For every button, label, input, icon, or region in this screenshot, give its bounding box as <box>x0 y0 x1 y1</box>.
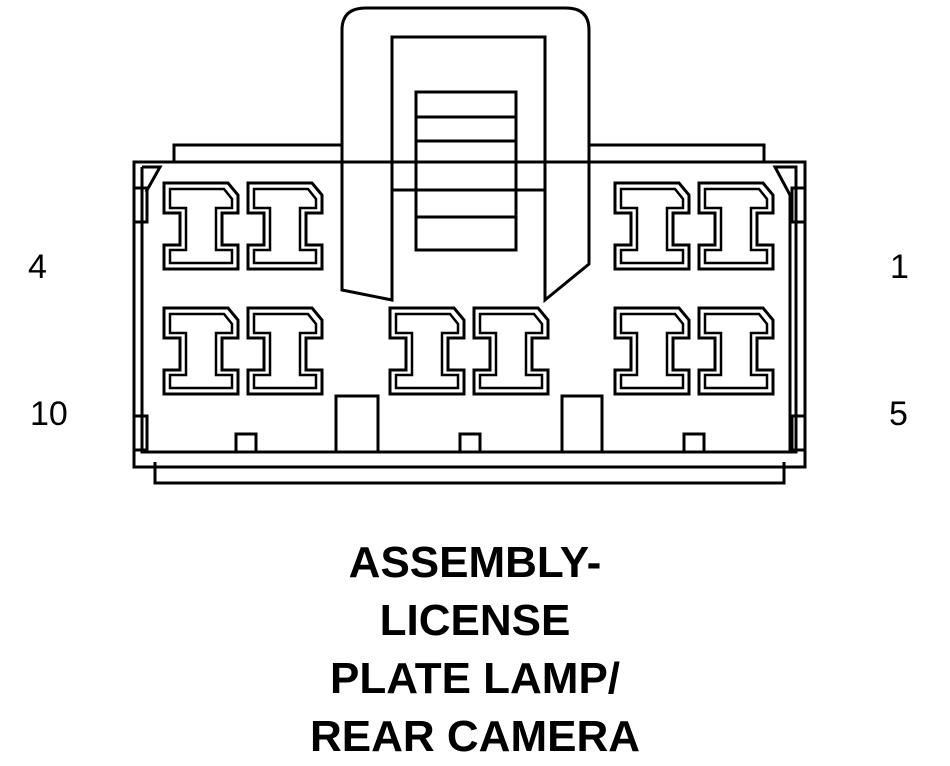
connector-bottom-key-center <box>334 394 380 452</box>
terminal-cavity-pin-8 <box>388 306 466 396</box>
connector-bottom-notch-left <box>234 432 258 452</box>
terminal-cavity-pin-7 <box>472 306 550 396</box>
caption-line: ASSEMBLY- <box>348 538 602 587</box>
diagram-caption: ASSEMBLY- LICENSE PLATE LAMP/ REAR CAMER… <box>0 534 950 766</box>
connector-right-shoulder <box>589 143 766 162</box>
terminal-cavity-pin-1 <box>697 181 775 271</box>
caption-line: PLATE LAMP/ <box>329 654 621 703</box>
connector-latch-outer <box>340 6 591 304</box>
connector-housing-inner-left <box>142 165 163 193</box>
caption-line: LICENSE <box>379 596 571 645</box>
connector-left-shoulder <box>172 143 342 162</box>
connector-latch-window <box>414 90 518 252</box>
connector-side-notch-left-bottom <box>132 414 149 452</box>
connector-side-notch-right-top <box>790 186 807 224</box>
pin-number-label: 1 <box>890 248 909 286</box>
connector-base-plate <box>153 462 786 485</box>
terminal-cavity-pin-2 <box>613 181 691 271</box>
connector-side-notch-right-bottom <box>790 414 807 452</box>
terminal-cavity-pin-9 <box>246 306 324 396</box>
connector-housing-inner <box>140 165 798 454</box>
terminal-cavity-pin-6 <box>613 306 691 396</box>
terminal-cavity-pin-3 <box>246 181 324 271</box>
pin-number-label: 4 <box>28 248 47 286</box>
pin-number-label: 5 <box>889 395 908 433</box>
caption-line: REAR CAMERA <box>310 712 640 761</box>
connector-side-notch-left-top <box>132 186 149 224</box>
terminal-cavity-pin-10 <box>162 306 240 396</box>
pin-number-label: 10 <box>30 395 68 433</box>
terminal-cavity-pin-5 <box>697 306 775 396</box>
connector-bottom-notch-right <box>682 432 706 452</box>
connector-bottom-key-center-right <box>560 394 604 452</box>
connector-housing-outline <box>132 160 807 469</box>
terminal-cavity-pin-4 <box>162 181 240 271</box>
connector-bottom-notch-mid <box>458 432 482 452</box>
